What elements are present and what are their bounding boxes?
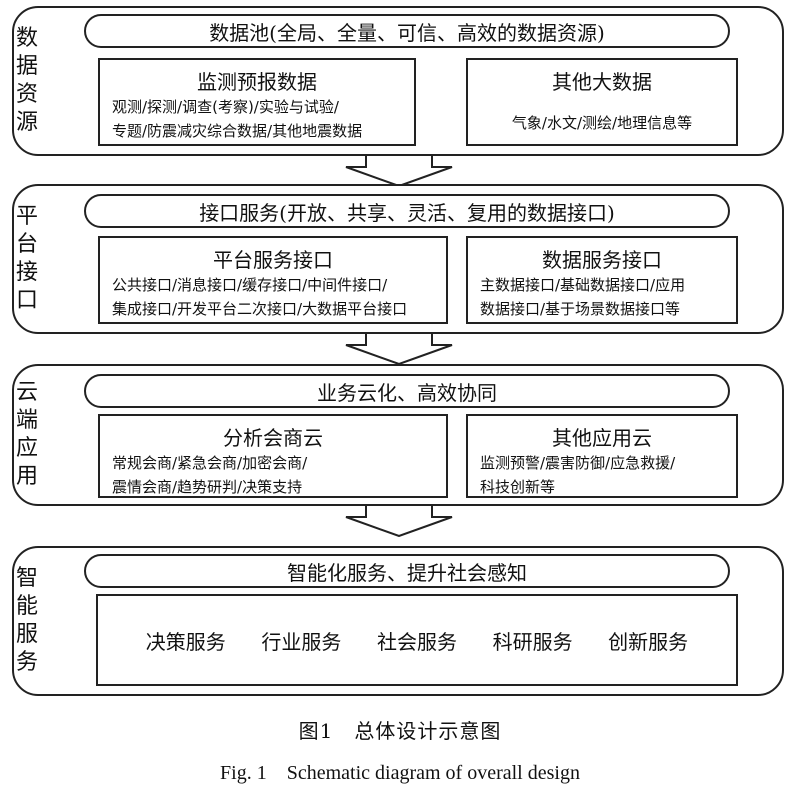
box-text: 观测/探测/调查(考察)/实验与试验/ 专题/防震减灾综合数据/其他地震数据 — [112, 98, 363, 140]
monitoring-forecast-data-box: 监测预报数据 观测/探测/调查(考察)/实验与试验/ 专题/防震减灾综合数据/其… — [98, 58, 416, 146]
other-application-cloud-box: 其他应用云 监测预警/震害防御/应急救援/ 科技创新等 — [466, 414, 738, 498]
box-title: 平台服务接口 — [213, 248, 333, 272]
box-text: 监测预警/震害防御/应急救援/ 科技创新等 — [480, 454, 676, 496]
layer-2-header: 接口服务(开放、共享、灵活、复用的数据接口) — [84, 194, 730, 228]
analysis-consultation-cloud-box: 分析会商云 常规会商/紧急会商/加密会商/ 震情会商/趋势研判/决策支持 — [98, 414, 448, 498]
platform-service-interface-box: 平台服务接口 公共接口/消息接口/缓存接口/中间件接口/ 集成接口/开发平台二次… — [98, 236, 448, 324]
data-service-interface-box: 数据服务接口 主数据接口/基础数据接口/应用 数据接口/基于场景数据接口等 — [466, 236, 738, 324]
layer-3-header: 业务云化、高效协同 — [84, 374, 730, 408]
box-title: 其他大数据 — [552, 70, 652, 94]
service-item: 科研服务 — [492, 629, 573, 654]
service-item: 行业服务 — [261, 629, 342, 654]
other-big-data-box: 其他大数据 气象/水文/测绘/地理信息等 — [466, 58, 738, 146]
box-text: 主数据接口/基础数据接口/应用 数据接口/基于场景数据接口等 — [480, 276, 686, 318]
layer-4-header: 智能化服务、提升社会感知 — [84, 554, 730, 588]
down-arrow-icon — [345, 333, 453, 365]
layer-2-side-label: 平 台 接 口 — [15, 204, 38, 313]
box-text: 常规会商/紧急会商/加密会商/ 震情会商/趋势研判/决策支持 — [112, 454, 308, 496]
box-title: 其他应用云 — [552, 426, 652, 450]
layer-intelligent-services — [12, 546, 784, 696]
figure-caption-english: Fig. 1 Schematic diagram of overall desi… — [220, 762, 580, 784]
service-item: 社会服务 — [376, 629, 457, 654]
figure-caption-chinese: 图1 总体设计示意图 — [298, 719, 502, 743]
box-title: 分析会商云 — [223, 426, 323, 450]
box-title: 数据服务接口 — [542, 248, 662, 272]
layer-1-side-label: 数 据 资 源 — [15, 26, 38, 135]
down-arrow-icon — [345, 155, 453, 187]
box-text: 气象/水文/测绘/地理信息等 — [511, 114, 693, 132]
down-arrow-icon — [345, 505, 453, 537]
layer-4-side-label: 智 能 服 务 — [15, 566, 38, 675]
layer-3-side-label: 云 端 应 用 — [15, 380, 38, 489]
service-item: 决策服务 — [145, 629, 226, 654]
layer-1-header: 数据池(全局、全量、可信、高效的数据资源) — [84, 14, 730, 48]
service-item: 创新服务 — [608, 629, 689, 654]
box-title: 监测预报数据 — [197, 70, 317, 94]
services-box: 决策服务 行业服务 社会服务 科研服务 创新服务 — [96, 594, 738, 686]
box-text: 公共接口/消息接口/缓存接口/中间件接口/ 集成接口/开发平台二次接口/大数据平… — [112, 276, 408, 318]
